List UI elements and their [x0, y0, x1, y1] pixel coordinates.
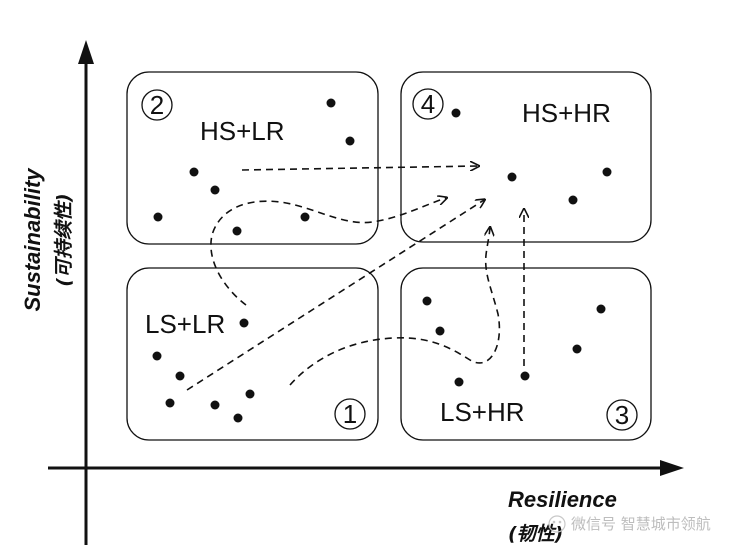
dot	[165, 398, 175, 408]
quadrant-label-q4: HS+HR	[522, 98, 611, 128]
wechat-icon-eye-left	[552, 520, 556, 524]
x-axis-subtitle: (韧性)	[508, 523, 563, 545]
dot	[175, 371, 185, 381]
dot	[232, 226, 242, 236]
y-axis-subtitle: (可持续性)	[53, 193, 75, 286]
dot	[451, 108, 461, 118]
watermark-text: 微信号 智慧城市领航	[571, 515, 711, 533]
dot	[300, 212, 310, 222]
dot	[568, 195, 578, 205]
dot	[520, 371, 530, 381]
quadrant-number-circle-q2	[141, 89, 173, 121]
dot	[596, 304, 606, 314]
quadrant-number-q4: 4	[421, 89, 435, 119]
quadrant-number-circle-q4	[412, 88, 444, 120]
quadrant-box-q1	[126, 267, 379, 441]
dot	[507, 172, 517, 182]
x-axis-arrowhead	[660, 460, 684, 476]
dot	[422, 296, 432, 306]
dot	[210, 400, 220, 410]
quadrant-number-circle-q3	[606, 399, 638, 431]
dot	[602, 167, 612, 177]
wechat-icon	[548, 515, 566, 533]
dot	[326, 98, 336, 108]
arrow-q1-curve-to-q3	[289, 228, 501, 386]
x-axis-title: Resilience	[508, 487, 617, 512]
quadrant-number-q2: 2	[150, 90, 164, 120]
dot	[435, 326, 445, 336]
arrow-q1-curve-to-q4	[210, 198, 446, 306]
dot	[233, 413, 243, 423]
dot	[454, 377, 464, 387]
dot	[239, 318, 249, 328]
dot	[245, 389, 255, 399]
quadrant-box-q3	[400, 267, 652, 441]
dot	[189, 167, 199, 177]
dot	[210, 185, 220, 195]
quadrant-number-q1: 1	[343, 399, 357, 429]
quadrant-label-q2: HS+LR	[200, 116, 285, 146]
y-axis-title: Sustainability	[20, 167, 45, 312]
y-axis-arrowhead	[78, 40, 94, 64]
quadrant-number-q3: 3	[615, 400, 629, 430]
watermark: 微信号 智慧城市领航	[548, 515, 711, 533]
quadrant-box-q2	[126, 71, 379, 245]
dot	[152, 351, 162, 361]
dot	[153, 212, 163, 222]
dot	[345, 136, 355, 146]
wechat-icon-eye-right	[558, 520, 562, 524]
arrow-q2-to-q4	[241, 166, 478, 170]
arrow-q1-diagonal-to-q4	[186, 200, 484, 391]
quadrant-number-circle-q1	[334, 398, 366, 430]
quadrant-box-q4	[400, 71, 652, 243]
quadrant-label-q3: LS+HR	[440, 397, 525, 427]
quadrant-label-q1: LS+LR	[145, 309, 225, 339]
dot	[572, 344, 582, 354]
